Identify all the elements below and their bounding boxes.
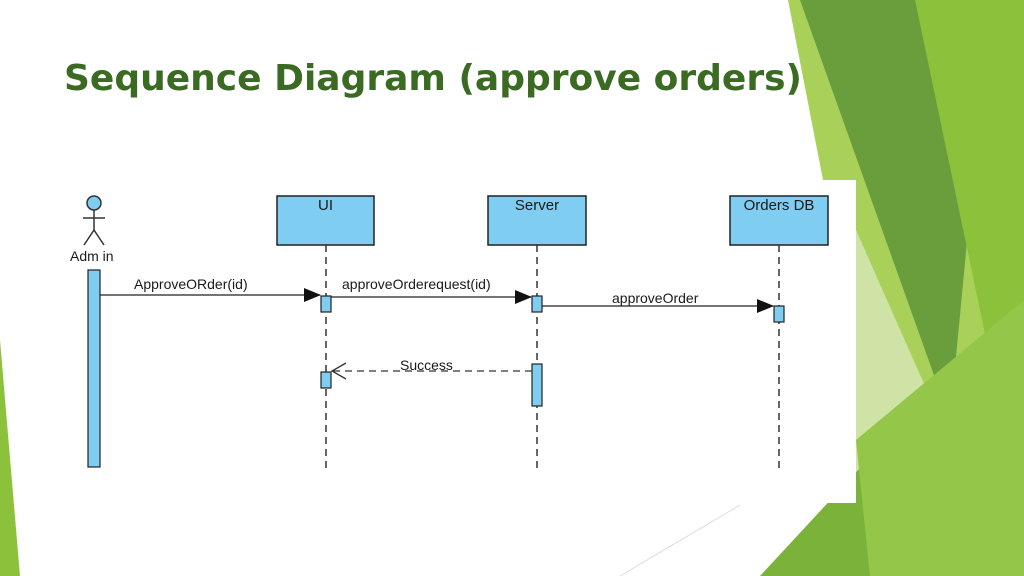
activation-server-1 — [531, 295, 543, 313]
sequence-diagram: Adm in UI Server Orders DB ApproveORder(… — [63, 180, 856, 503]
return-arrowhead-success — [330, 362, 347, 380]
deco-shape-lower — [856, 300, 1024, 576]
activation-admin — [87, 269, 101, 468]
actor-label: Adm in — [70, 248, 114, 264]
activation-ui-2 — [320, 371, 332, 389]
activation-server-2 — [531, 363, 543, 407]
stick-figure-icon — [83, 195, 105, 246]
lifeline-label-orders-db: Orders DB — [743, 197, 815, 214]
lifeline-head-orders-db — [729, 195, 829, 246]
deco-shape-left — [0, 340, 20, 576]
slide-title: Sequence Diagram (approve orders) — [64, 58, 802, 99]
lifeline-label-server: Server — [514, 197, 560, 214]
activation-orders-db — [773, 305, 785, 323]
lifeline-label-ui: UI — [318, 197, 333, 214]
message-label-success: Success — [400, 357, 453, 373]
lifeline-head-server — [487, 195, 587, 246]
activation-ui-1 — [320, 295, 332, 313]
message-label-approve-order: ApproveORder(id) — [134, 276, 248, 292]
message-label-approve-order-request: approveOrderequest(id) — [342, 276, 491, 292]
deco-line — [619, 504, 741, 576]
message-label-approve-order-db: approveOrder — [612, 290, 699, 306]
